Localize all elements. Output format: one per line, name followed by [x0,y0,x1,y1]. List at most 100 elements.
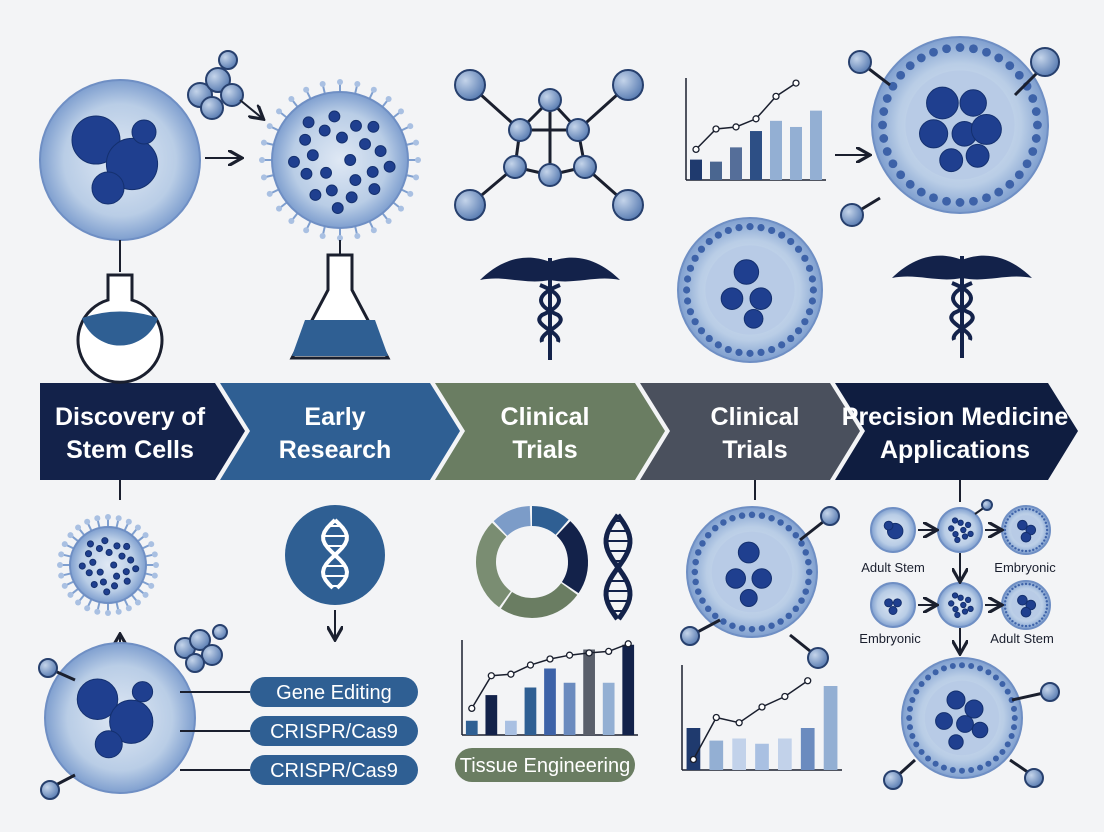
chart-bar [583,649,595,735]
pill-label: CRISPR/Cas9 [270,721,398,743]
chart-point [546,655,554,663]
chart-bar [790,126,802,180]
molecule-icon [883,682,1060,790]
donut-segment [500,582,578,618]
pill-crispr-1[interactable]: CRISPR/Cas9 [250,716,418,746]
bar-chart-icon [461,640,638,736]
cell-label-adult-stem: Adult Stem [990,631,1054,646]
stage-5[interactable]: Precision Medicine Applications [842,403,1069,464]
dna-icon [603,513,633,621]
stage-3[interactable]: Clinical Trials [501,403,590,464]
stage-chevron-1 [40,383,245,480]
stem-cell-icon [44,642,196,794]
stem-cell-icon [937,582,983,628]
caduceus-icon [892,255,1032,358]
chart-point [804,677,812,685]
chart-bar [778,738,792,770]
chart-bar [602,682,615,735]
stage-chevron-5 [835,383,1078,480]
molecule-icon [174,624,228,673]
chart-point [585,649,593,657]
donut-segment [531,506,569,536]
stem-cell-icon [870,582,916,628]
stage-4-line2: Trials [722,436,787,464]
donut-chart-icon [476,506,588,618]
chart-bar [750,131,762,180]
stem-cell-icon [870,507,916,553]
molecule-icon [840,47,1060,227]
molecule-icon [38,658,76,800]
stage-4-line1: Clinical [711,403,800,431]
chart-bar [755,743,769,770]
chart-bar [770,120,782,180]
stem-cell-icon [57,514,159,616]
timeline-stages [40,383,1078,480]
chart-bar [823,686,838,770]
chart-bar [563,682,576,735]
pill-crispr-2[interactable]: CRISPR/Cas9 [250,755,418,785]
donut-segment [493,506,532,537]
chart-point [732,123,740,131]
molecule-icon [974,499,993,515]
chart-point [507,670,515,678]
stem-cell-icon [259,79,421,241]
chart-point [792,79,800,87]
stage-chevron-4 [640,383,860,480]
stage-2[interactable]: Early Research [279,403,392,464]
stage-chevron-2 [220,383,460,480]
pill-label: CRISPR/Cas9 [270,760,398,782]
stage-1[interactable]: Discovery of Stem Cells [55,403,206,464]
pill-gene-editing[interactable]: Gene Editing [250,677,418,707]
stage-chevron-3 [435,383,665,480]
chart-point [624,640,632,648]
stage-1-line1: Discovery of [55,403,206,431]
arrow-icon [239,99,262,118]
bar-chart-icon [685,78,826,181]
flask-icon [76,273,164,384]
chart-bar [505,720,517,735]
chart-bar [690,159,702,180]
stem-cell-icon [39,79,201,241]
stage-5-line1: Precision Medicine [842,403,1069,431]
cell-label-embryonic: Embryonic [859,631,921,646]
chart-bar [622,644,635,735]
chart-point [565,651,574,659]
stem-cell-icon [686,506,818,638]
stage-4[interactable]: Clinical Trials [711,403,800,464]
flask-icon [289,253,391,360]
chart-point [468,704,476,713]
molecule-icon [187,50,244,120]
stage-1-line2: Stem Cells [66,436,194,464]
chart-bar [686,728,701,770]
pill-tissue-engineering[interactable]: Tissue Engineering [455,748,635,782]
stem-cell-icon [901,657,1023,779]
stage-2-line2: Research [279,436,392,464]
chart-bar [732,738,746,770]
stage-3-line2: Trials [512,436,577,464]
stem-cell-icon [1001,505,1051,555]
chart-point [692,145,700,154]
stage-5-line2: Applications [880,436,1030,464]
chart-line [692,680,809,760]
molecule-icon [454,69,644,221]
dna-icon [285,505,385,605]
chart-point [712,713,720,722]
cell-label-adult-stem: Adult Stem [861,560,925,575]
stem-cell-icon [1001,580,1051,630]
stem-cell-icon [677,217,823,363]
chart-point [689,755,698,764]
chart-bar [485,695,498,735]
donut-segment [476,522,512,608]
chart-bar [524,687,537,735]
caduceus-icon [480,257,620,360]
chart-bar [800,728,815,770]
chart-bar [544,668,556,735]
bar-chart-icon [681,665,842,771]
chart-point [526,661,535,669]
chart-bar [730,147,742,180]
chart-point [781,692,789,701]
pill-label: Gene Editing [276,682,392,704]
chart-point [772,92,780,101]
pill-label: Tissue Engineering [460,755,630,777]
